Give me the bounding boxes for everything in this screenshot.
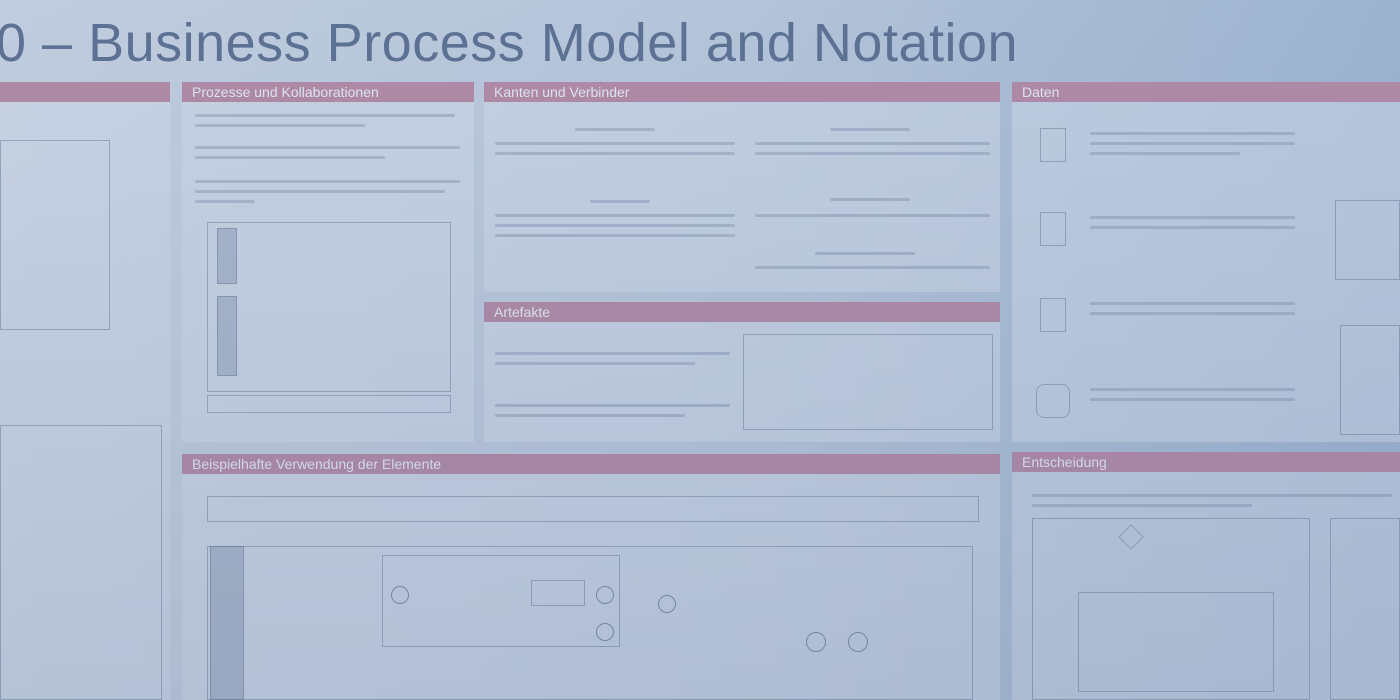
data-object-icon [1040,128,1066,162]
connector-line [575,128,655,131]
text-line [1090,312,1295,315]
prozesse-panel [182,82,474,442]
connector-line [830,198,910,201]
text-line [755,266,990,269]
example-lane-label [210,546,244,700]
artefakte-panel [484,302,1000,442]
text-line [1090,132,1295,135]
text-line [755,142,990,145]
end-event [596,623,614,641]
text-line [495,214,735,217]
text-line [1090,226,1295,229]
left-panel [0,82,170,700]
start-event [391,586,409,604]
task [531,580,585,606]
text-line [495,352,730,355]
text-line [195,156,385,159]
text-line [195,200,255,203]
gateway-card [1330,518,1400,700]
text-line [495,224,735,227]
example-pool-header [207,496,979,522]
poster-title: 0 – Business Process Model and Notation [0,13,1019,73]
end-event [596,586,614,604]
text-line [195,146,460,149]
artefakte-header: Artefakte [484,302,1000,322]
data-diagram [1335,200,1400,280]
daten-header: Daten [1012,82,1400,102]
events-table [0,425,162,700]
kanten-header: Kanten und Verbinder [484,82,1000,102]
text-line [495,152,735,155]
data-store-icon [1036,384,1070,418]
data-input-icon [1040,212,1066,246]
text-line [1090,216,1295,219]
left-diagram [0,140,110,330]
end-event [848,632,868,652]
text-line [195,114,455,117]
text-line [195,124,365,127]
text-line [495,234,735,237]
end-event [658,595,676,613]
kanten-panel [484,82,1000,292]
text-line [755,214,990,217]
left-panel-header [0,82,170,102]
lane-label [217,296,237,376]
data-output-icon [1040,298,1066,332]
text-line [1090,152,1240,155]
text-line [1090,302,1295,305]
collapsed-pool [207,395,451,413]
intermediate-event [806,632,826,652]
lane-label [217,228,237,284]
text-line [495,404,730,407]
text-line [1090,142,1295,145]
entscheidung-header: Entscheidung [1012,452,1400,472]
text-line [1032,494,1392,497]
text-line [195,180,460,183]
prozesse-header: Prozesse und Kollaborationen [182,82,474,102]
text-line [495,142,735,145]
text-line [1090,398,1295,401]
entscheidung-panel [1012,452,1400,700]
text-line [195,190,445,193]
text-line [1032,504,1252,507]
artefact-diagram [743,334,993,430]
example-subprocess [382,555,620,647]
text-line [495,414,685,417]
connector-line [830,128,910,131]
beispiel-panel [182,454,1000,700]
beispiel-header: Beispielhafte Verwendung der Elemente [182,454,1000,474]
gateway-diagram [1078,592,1274,692]
text-line [495,362,695,365]
text-line [755,152,990,155]
connector-line [590,200,650,203]
connector-line [815,252,915,255]
data-diagram [1340,325,1400,435]
pool-diagram [207,222,451,392]
text-line [1090,388,1295,391]
